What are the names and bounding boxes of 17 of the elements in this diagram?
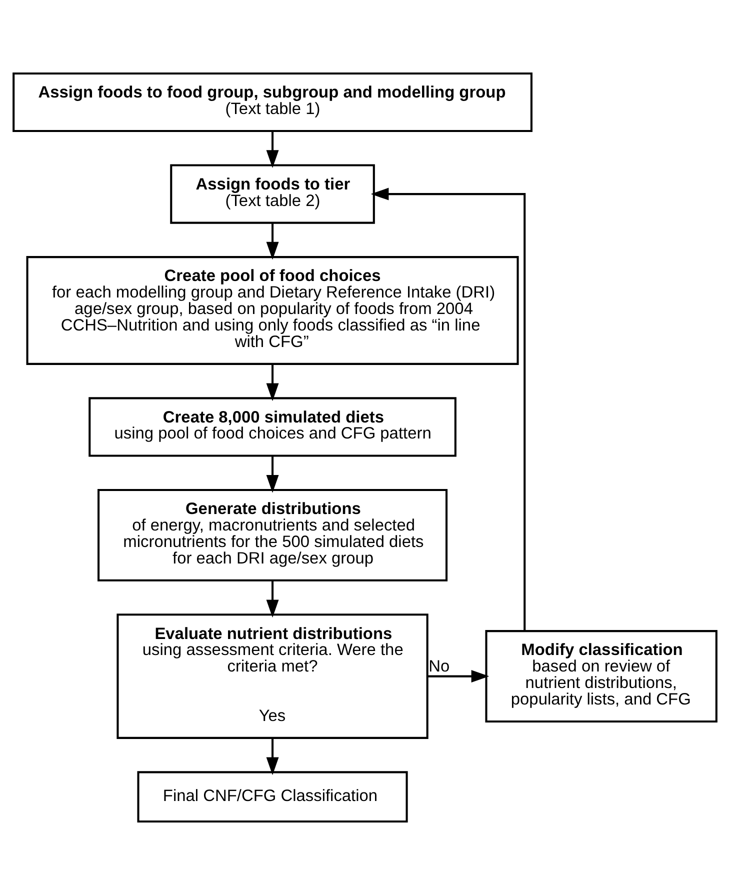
node-box: Modify classification based on review of nutrient distributions, popularity lists, and CFG: [485, 630, 718, 722]
node-box: Final CNF/CFG Classification: [137, 770, 408, 822]
node-box: Create 8,000 simulated diets using pool of food choices and CFG pattern: [88, 396, 456, 456]
node-box: Evaluate nutrient distributions using assessment criteria. Were the criteria met? Yes: [116, 613, 428, 738]
arrow: [370, 187, 526, 630]
edge-label: No: [428, 657, 450, 676]
arrow: [266, 580, 279, 618]
arrow: [266, 738, 279, 775]
arrow: [266, 363, 279, 401]
node-box: Create pool of food choices for each modelling group and Dietary Reference Intake (DRI) age/sex group, based on popularity of foods from 2004 CCHS–Nutrition and using only foods classified as “in line with CFG”: [26, 256, 519, 364]
arrow: [266, 455, 279, 492]
arrow: [428, 670, 490, 682]
arrow: [266, 130, 279, 168]
node-box: Assign foods to food group, subgroup and modelling group (Text table 1): [12, 72, 532, 132]
node-box: Generate distributions of energy, macronutrients and selected micronutrients for the 500 simulated diets for each DRI age/sex group: [98, 488, 448, 581]
node-box: Assign foods to tier (Text table 2): [170, 164, 375, 224]
arrow: [266, 222, 279, 260]
